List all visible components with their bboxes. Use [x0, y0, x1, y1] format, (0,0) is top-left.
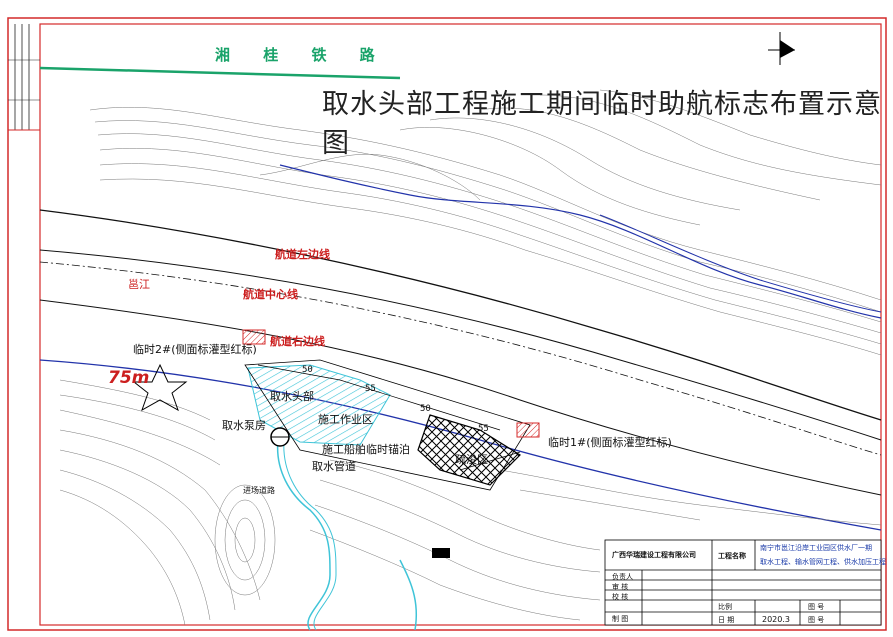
project-name-line1: 南宁市邕江沿岸工业园区供水厂一期	[760, 544, 872, 552]
building-icon	[432, 548, 450, 558]
company-name: 广西华瑞建设工程有限公司	[612, 551, 696, 559]
dredge-zone-area	[417, 414, 521, 486]
bank-line-north	[39, 209, 882, 421]
channel-center-line	[39, 261, 882, 456]
marker-temp1-label: 临时1#(侧面标灌型红标)	[548, 436, 672, 449]
channel-center-label: 航道中心线	[243, 288, 298, 301]
dimension-label-4: 55	[478, 424, 489, 434]
date-label: 日 期	[718, 616, 735, 624]
intake-pipe	[276, 439, 331, 631]
drawing-title: 取水头部工程施工期间临时助航标志布置示意图	[322, 89, 882, 159]
scale-label: 比例	[718, 603, 732, 611]
temp-berth-label: 施工船舶临时锚泊	[322, 443, 410, 456]
channel-right-line	[39, 299, 882, 496]
elevation-mark-label: 75m	[108, 368, 150, 388]
creek-north-b	[599, 214, 882, 313]
dimension-label-2: 50	[420, 404, 431, 414]
work-zone-label: 施工作业区	[318, 413, 373, 426]
date-value: 2020.3	[762, 615, 790, 624]
project-label: 工程名称	[718, 552, 746, 560]
intake-pipe-label: 取水管道	[312, 460, 356, 473]
channel-left-line	[39, 249, 882, 441]
dredge-zone-label: 疏浚区	[455, 453, 488, 466]
access-road-label: 进场道路	[243, 486, 275, 495]
outer-frame	[7, 17, 887, 631]
creek-north	[279, 164, 882, 319]
safety-zone-outline	[244, 359, 531, 491]
dimension-label-1: 50	[302, 365, 313, 375]
elevation-star-icon	[132, 363, 188, 412]
title-block-grid	[604, 539, 882, 626]
row-drafter: 制 图	[612, 615, 629, 623]
creek-south	[399, 559, 418, 631]
row-review: 审 核	[612, 583, 629, 591]
contours-north	[89, 89, 882, 356]
channel-right-label: 航道右边线	[270, 335, 325, 348]
marker-temp2-label: 临时2#(侧面标灌型红标)	[133, 343, 257, 356]
north-arrow-icon	[768, 32, 795, 65]
left-strip	[8, 24, 40, 131]
dimension-lines	[257, 364, 521, 471]
intake-pipe-b	[283, 439, 337, 631]
project-name-line2: 取水工程、输水管网工程、供水加压工程	[760, 558, 886, 566]
railway-label: 湘 桂 铁 路	[215, 46, 389, 64]
inner-frame	[39, 23, 882, 626]
row-check: 校 核	[612, 593, 629, 601]
row-responsible: 负责人	[612, 573, 633, 581]
dimension-label-3: 55	[365, 384, 376, 394]
contours-south	[59, 379, 882, 626]
marker-temp2-symbol	[242, 329, 266, 345]
drawing-no-label: 图 号	[808, 603, 825, 611]
sheet-label: 图 号	[808, 616, 825, 624]
river-label: 邕江	[128, 278, 150, 291]
marker-temp1-symbol	[516, 422, 540, 438]
railway-line	[39, 66, 401, 80]
channel-left-label: 航道左边线	[275, 248, 330, 261]
work-zone-area	[247, 364, 391, 446]
intake-head-label: 取水头部	[270, 390, 314, 403]
pump-house-label: 取水泵房	[222, 419, 266, 432]
